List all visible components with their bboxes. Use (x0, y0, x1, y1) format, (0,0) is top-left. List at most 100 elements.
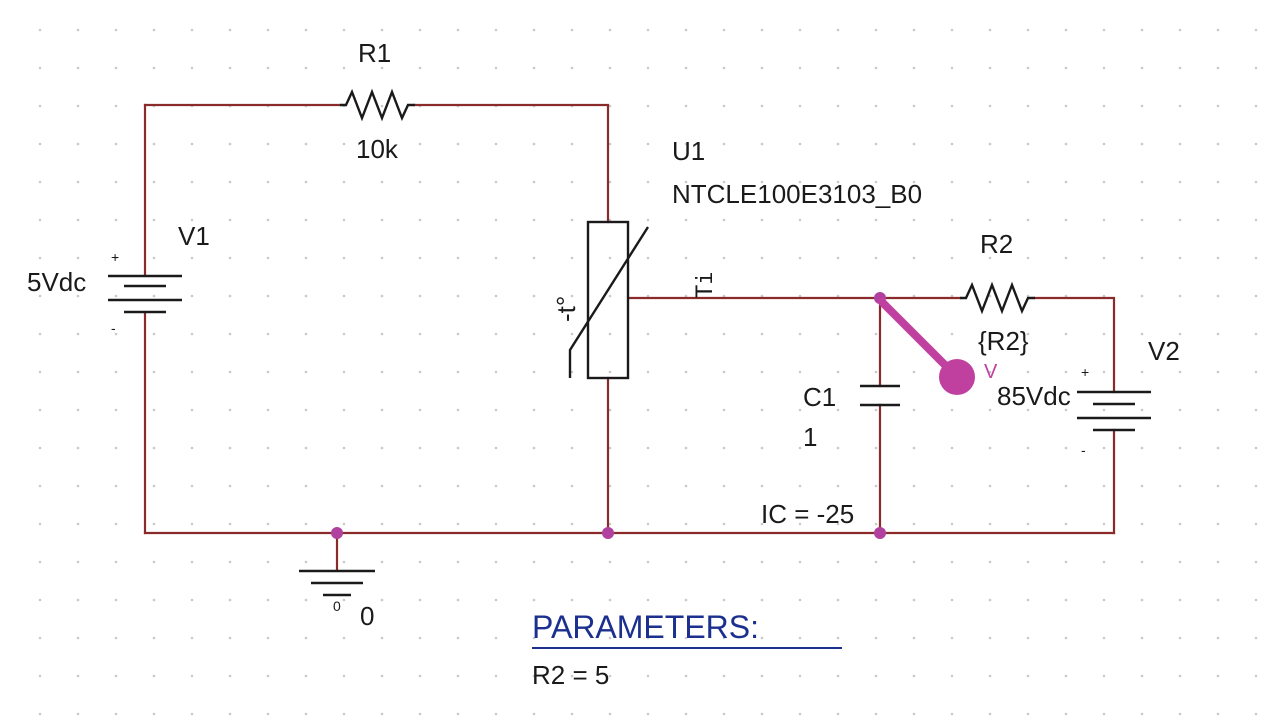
grid-dot (646, 484, 650, 488)
grid-dot (342, 712, 346, 716)
grid-dot (570, 66, 574, 70)
resistor-r2[interactable]: R2 {R2} (960, 229, 1035, 356)
grid-dot (228, 484, 232, 488)
thermistor-u1[interactable]: -t° Ti U1 NTCLE100E3103_B0 (551, 136, 922, 380)
grid-dot (456, 370, 460, 374)
grid-dot (1178, 104, 1182, 108)
grid-dot (912, 636, 916, 640)
grid-dot (494, 522, 498, 526)
grid-dot (266, 28, 270, 32)
grid-dot (456, 484, 460, 488)
grid-dot (114, 446, 118, 450)
grid-dot (684, 142, 688, 146)
resistor-r1-value: 10k (356, 134, 399, 164)
grid-dot (608, 674, 612, 678)
grid-dot (494, 636, 498, 640)
grid-dot (570, 636, 574, 640)
grid-dot (190, 560, 194, 564)
grid-dot (456, 446, 460, 450)
grid-dot (76, 522, 80, 526)
grid-dot (1064, 294, 1068, 298)
grid-dot (228, 370, 232, 374)
grid-dot (646, 522, 650, 526)
grid-dot (950, 294, 954, 298)
grid-dot (152, 218, 156, 222)
grid-dot (152, 142, 156, 146)
grid-dot (266, 598, 270, 602)
grid-dot (798, 180, 802, 184)
grid-dot (76, 370, 80, 374)
capacitor-c1[interactable]: C1 1 IC = -25 (761, 382, 900, 529)
grid-dot (760, 370, 764, 374)
grid-dot (646, 712, 650, 716)
grid-dot (684, 218, 688, 222)
grid-dot (304, 332, 308, 336)
grid-dot (722, 104, 726, 108)
grid-dot (76, 636, 80, 640)
grid-dot (304, 28, 308, 32)
grid-dot (1254, 256, 1258, 260)
grid-dot (1102, 522, 1106, 526)
probe-head (939, 359, 975, 395)
grid-dot (1026, 66, 1030, 70)
source-v1[interactable]: V1 5Vdc + - (27, 221, 210, 336)
grid-dot (950, 218, 954, 222)
grid-dot (722, 598, 726, 602)
grid-dot (38, 294, 42, 298)
grid-dot (684, 104, 688, 108)
resistor-r1[interactable]: R1 10k (340, 38, 415, 164)
grid-dot (76, 66, 80, 70)
grid-dot (342, 674, 346, 678)
grid-dot (1102, 104, 1106, 108)
grid-dot (798, 484, 802, 488)
grid-dot (608, 408, 612, 412)
grid-dot (608, 28, 612, 32)
grid-dot (418, 712, 422, 716)
grid-dot (380, 66, 384, 70)
grid-dot (646, 560, 650, 564)
grid-dot (646, 28, 650, 32)
ground-icon[interactable]: 0 0 (299, 569, 375, 631)
grid-dot (912, 294, 916, 298)
grid-dot (912, 370, 916, 374)
grid-dot (874, 674, 878, 678)
grid-dot (760, 446, 764, 450)
grid-dot (190, 294, 194, 298)
grid-dot (874, 66, 878, 70)
grid-dot (266, 332, 270, 336)
grid-dot (114, 218, 118, 222)
grid-dot (760, 484, 764, 488)
grid-dot (418, 484, 422, 488)
grid-dot (1102, 408, 1106, 412)
grid-dot (608, 446, 612, 450)
grid-dot (342, 28, 346, 32)
grid-dot (1216, 674, 1220, 678)
parameters-block[interactable]: PARAMETERS: R2 = 5 (532, 609, 842, 690)
grid-dot (608, 142, 612, 146)
grid-dot (1216, 522, 1220, 526)
grid-dot (1178, 142, 1182, 146)
grid-dot (1254, 332, 1258, 336)
voltage-probe-icon[interactable]: V (878, 298, 998, 395)
grid-dot (228, 28, 232, 32)
grid-dot (418, 142, 422, 146)
grid-dot (874, 218, 878, 222)
grid-dot (684, 28, 688, 32)
grid-dot (190, 370, 194, 374)
grid-dot (152, 636, 156, 640)
grid-dot (114, 180, 118, 184)
grid-dot (418, 180, 422, 184)
grid-dot (532, 370, 536, 374)
grid-dot (1064, 712, 1068, 716)
grid-dot (950, 142, 954, 146)
grid-dot (874, 560, 878, 564)
grid-dot (1102, 218, 1106, 222)
grid-dot (1026, 256, 1030, 260)
grid-dot (114, 560, 118, 564)
grid-dot (1216, 446, 1220, 450)
source-v2[interactable]: V2 85Vdc + - (997, 336, 1180, 458)
grid-dot (1254, 370, 1258, 374)
grid-dot (722, 332, 726, 336)
grid-dot (1140, 104, 1144, 108)
grid-dot (304, 142, 308, 146)
